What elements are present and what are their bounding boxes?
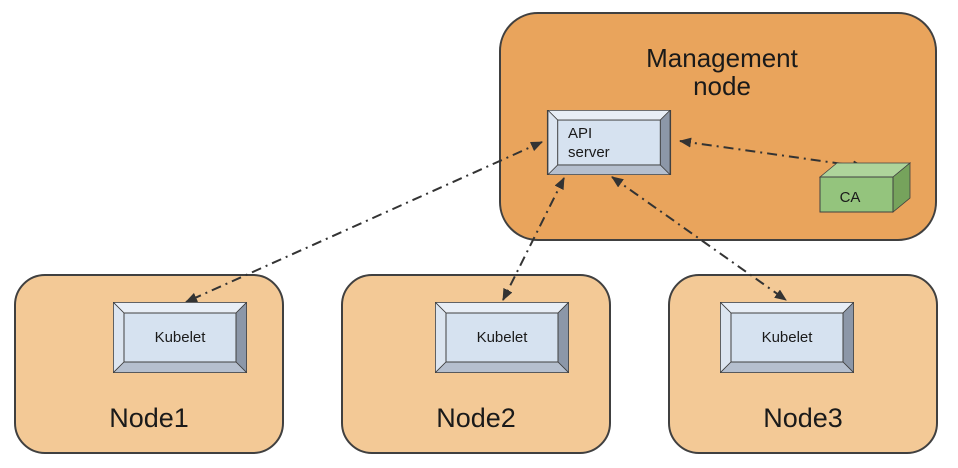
api-server-label-line2: server [568, 144, 610, 161]
node3-label: Node3 [763, 403, 843, 433]
connection-api-ca [679, 137, 865, 171]
management-node-label-line2: node [693, 71, 751, 101]
ca-box: CA [818, 162, 912, 213]
api-server-label-line1: API [568, 125, 592, 142]
kubelet-label-node3: Kubelet [762, 329, 814, 346]
kubelet-label-node1: Kubelet [155, 329, 207, 346]
connection-api-kubelet2 [502, 177, 565, 301]
node2-label: Node2 [436, 403, 516, 433]
node1-label: Node1 [109, 403, 189, 433]
kubelet-label-node2: Kubelet [477, 329, 529, 346]
connection-api-kubelet3 [611, 176, 787, 301]
api-server-box [546, 110, 672, 175]
ca-box-front-face [819, 176, 894, 213]
ca-label: CA [840, 189, 861, 206]
management-node-label-line1: Management [646, 43, 799, 73]
